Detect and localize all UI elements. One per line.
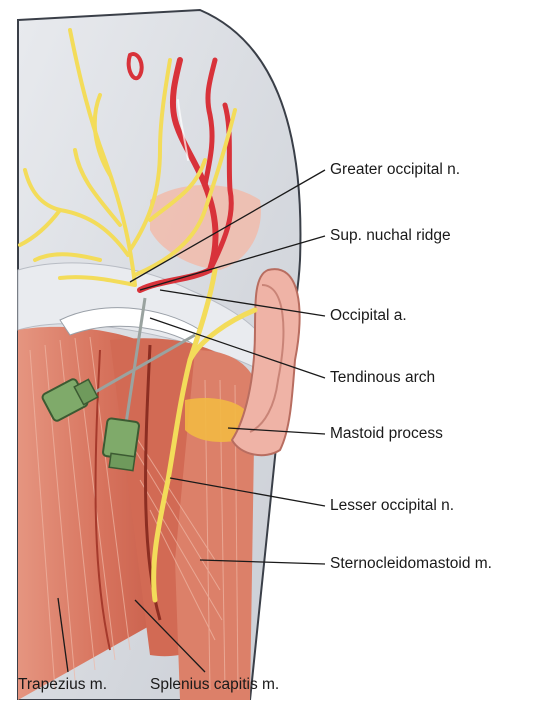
label-greater-occipital-n: Greater occipital n.: [330, 161, 460, 179]
label-trapezius-m: Trapezius m.: [18, 676, 107, 694]
label-sternocleidomastoid-m: Sternocleidomastoid m.: [330, 555, 492, 573]
label-occipital-a: Occipital a.: [330, 307, 407, 325]
label-splenius-capitis-m: Splenius capitis m.: [150, 676, 279, 694]
label-lesser-occipital-n: Lesser occipital n.: [330, 497, 454, 515]
label-mastoid-process: Mastoid process: [330, 425, 443, 443]
label-tendinous-arch: Tendinous arch: [330, 369, 435, 387]
label-sup-nuchal-ridge: Sup. nuchal ridge: [330, 227, 451, 245]
